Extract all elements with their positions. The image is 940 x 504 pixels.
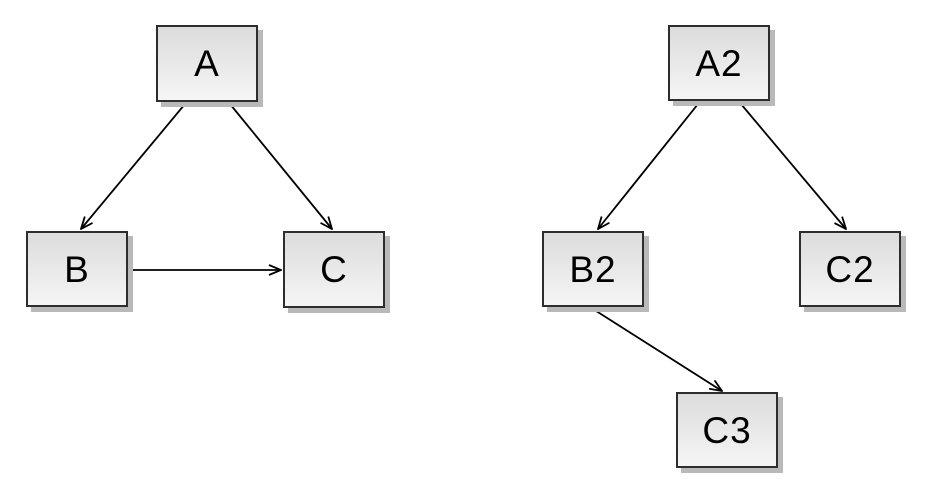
node-label: C3 (702, 409, 752, 451)
node-A2: A2 (668, 25, 770, 101)
node-C3: C3 (676, 392, 778, 468)
edge-A2-C2 (740, 103, 846, 229)
node-C2: C2 (799, 231, 901, 307)
node-label: A2 (695, 42, 743, 84)
node-label: A (194, 43, 220, 84)
node-A: A (156, 25, 258, 102)
node-B: B (26, 231, 128, 307)
edge-A-C (229, 103, 332, 229)
edge-A-B (81, 103, 186, 229)
edge-A2-B2 (598, 103, 699, 229)
node-label: C (320, 249, 348, 290)
node-label: C2 (825, 248, 875, 290)
node-C: C (283, 231, 385, 308)
node-B2: B2 (542, 231, 644, 307)
node-label: B2 (569, 248, 617, 290)
node-label: B (64, 248, 90, 290)
edge-B2-C3 (592, 308, 722, 391)
